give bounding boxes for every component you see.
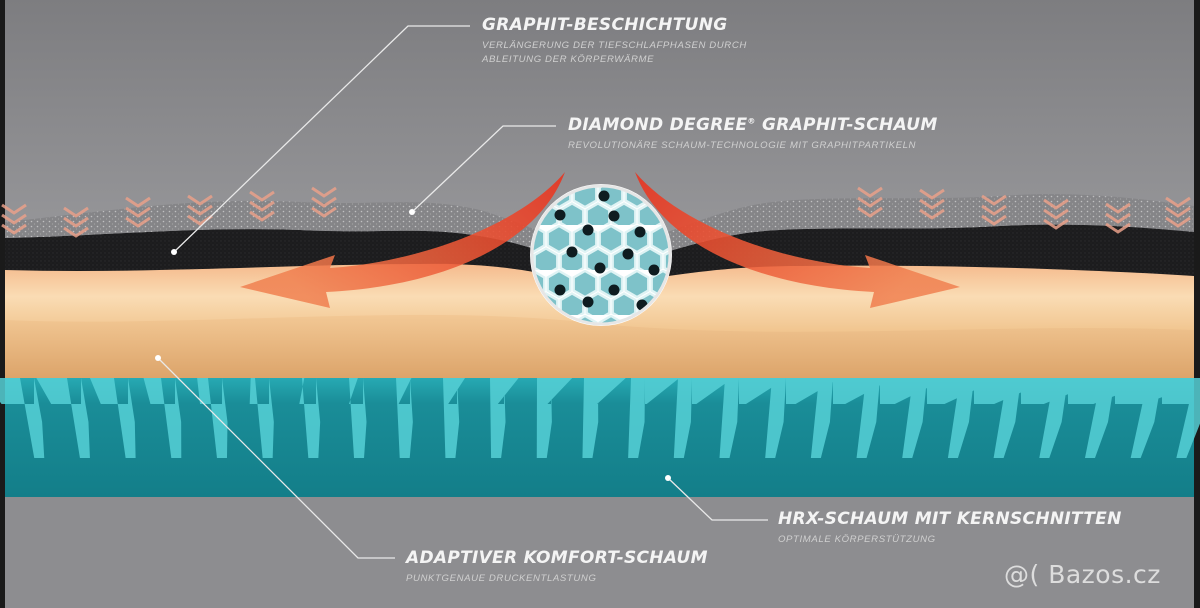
- registered-mark: ®: [747, 116, 756, 126]
- chevron-icon: [125, 206, 151, 218]
- chevron-icon: [311, 186, 337, 198]
- hrx-foam-title: HRX-SCHAUM MIT KERNSCHNITTEN: [778, 509, 1122, 529]
- graphite-particle: [554, 209, 566, 221]
- chevron-icon: [1, 223, 27, 235]
- chevron-icon: [919, 198, 945, 210]
- graphite-particle: [554, 284, 566, 296]
- chevron-icon: [1, 203, 27, 215]
- hrx-foam-subtitle: OPTIMALE KÖRPERSTÜTZUNG: [778, 534, 936, 545]
- diamond-degree-label: DIAMOND DEGREE® GRAPHIT-SCHAUM REVOLUTIO…: [568, 115, 938, 151]
- chevron-icon: [249, 190, 275, 202]
- chevron-icon: [1, 213, 27, 225]
- chevron-icon: [981, 204, 1007, 216]
- adaptive-comfort-title: ADAPTIVER KOMFORT-SCHAUM: [406, 548, 708, 568]
- graphite-particle: [594, 262, 606, 274]
- diamond-degree-title: DIAMOND DEGREE® GRAPHIT-SCHAUM: [568, 115, 938, 135]
- chevron-icon: [1165, 216, 1191, 228]
- chevron-icon: [125, 196, 151, 208]
- chevron-icon: [919, 208, 945, 220]
- graphite-coating-label: GRAPHIT-BESCHICHTUNG VERLÄNGERUNG DER TI…: [482, 15, 747, 65]
- chevron-icon: [187, 194, 213, 206]
- diamond-degree-title-main: DIAMOND DEGREE: [568, 115, 748, 135]
- graphite-coating-title: GRAPHIT-BESCHICHTUNG: [482, 15, 728, 35]
- chevron-icon: [1165, 206, 1191, 218]
- chevron-icon: [249, 200, 275, 212]
- chevron-icon: [249, 210, 275, 222]
- graphite-coating-subtitle-line1: VERLÄNGERUNG DER TIEFSCHLAFPHASEN DURCH: [482, 40, 747, 51]
- chevron-icon: [63, 226, 89, 238]
- graphite-coating-subtitle-line2: ABLEITUNG DER KÖRPERWÄRME: [482, 54, 655, 65]
- chevron-icon: [63, 216, 89, 228]
- graphite-particle: [608, 210, 620, 222]
- graphite-particle: [598, 190, 610, 202]
- chevron-icon: [1105, 202, 1131, 214]
- chevron-icon: [125, 216, 151, 228]
- chevron-icon: [981, 214, 1007, 226]
- chevron-icon: [1165, 196, 1191, 208]
- chevron-icon: [857, 186, 883, 198]
- graphite-particle: [634, 226, 646, 238]
- adaptive-comfort-subtitle: PUNKTGENAUE DRUCKENTLASTUNG: [406, 573, 597, 584]
- graphite-particle: [566, 246, 578, 258]
- chevron-icon: [311, 206, 337, 218]
- chevron-icon: [857, 206, 883, 218]
- hrx-foam-label: HRX-SCHAUM MIT KERNSCHNITTEN OPTIMALE KÖ…: [778, 509, 1122, 545]
- chevron-icon: [63, 206, 89, 218]
- chevron-icon: [919, 188, 945, 200]
- graphite-particle: [582, 296, 594, 308]
- chevron-icon: [1043, 198, 1069, 210]
- graphite-particle: [622, 248, 634, 260]
- watermark: @( Bazos.cz: [1004, 560, 1161, 589]
- chevron-icon: [1043, 218, 1069, 230]
- graphite-particle: [582, 224, 594, 236]
- chevron-icon: [857, 196, 883, 208]
- chevron-icon: [1105, 222, 1131, 234]
- chevron-icon: [187, 204, 213, 216]
- chevron-icon: [1105, 212, 1131, 224]
- chevron-icon: [311, 196, 337, 208]
- diamond-degree-title-rest: GRAPHIT-SCHAUM: [755, 115, 938, 135]
- adaptive-comfort-label: ADAPTIVER KOMFORT-SCHAUM PUNKTGENAUE DRU…: [406, 548, 708, 584]
- chevron-icon: [1043, 208, 1069, 220]
- graphite-particle: [648, 264, 660, 276]
- graphite-particle: [608, 284, 620, 296]
- chevron-icon: [981, 194, 1007, 206]
- diamond-degree-subtitle: REVOLUTIONÄRE SCHAUM-TECHNOLOGIE MIT GRA…: [568, 140, 917, 151]
